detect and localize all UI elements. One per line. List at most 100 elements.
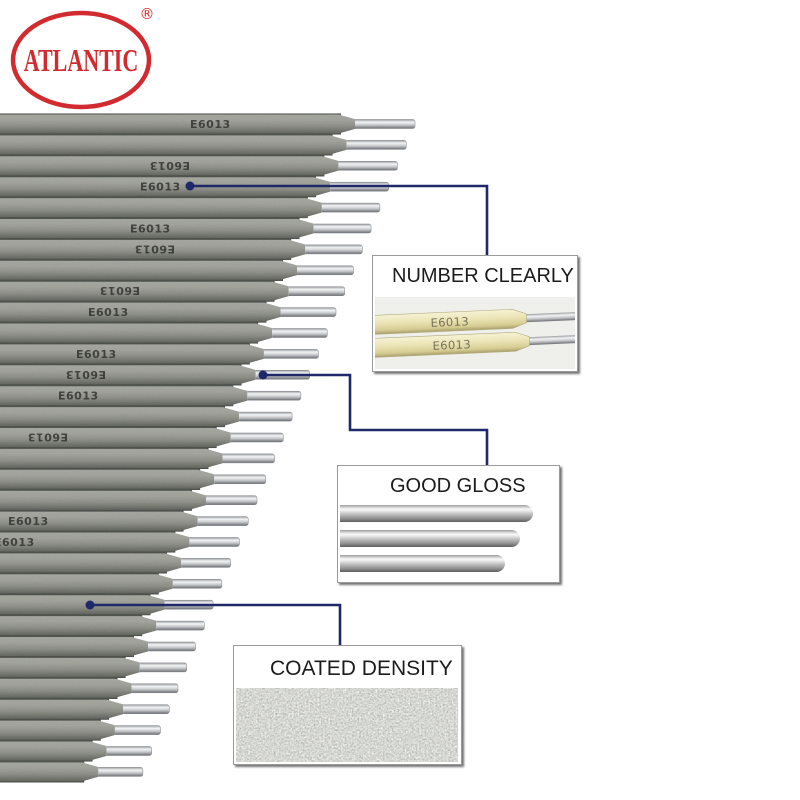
electrode-rod bbox=[0, 447, 223, 470]
electrode-flux-coating bbox=[0, 302, 281, 322]
electrode-rod bbox=[0, 573, 173, 595]
electrode-core-wire-tip bbox=[343, 140, 407, 150]
coating-texture-closeup bbox=[236, 688, 458, 762]
leader-line-coated-density bbox=[90, 603, 342, 646]
electrode-flux-coating bbox=[0, 490, 206, 510]
electrode-imprint: E6013 bbox=[134, 242, 175, 255]
electrode-flux-coating bbox=[0, 198, 322, 218]
electrode-bundle: E6013E6013E6013E6013E6013E6013E6013E6013… bbox=[0, 113, 416, 783]
electrode-rod bbox=[0, 385, 248, 407]
electrode-rod bbox=[0, 510, 198, 532]
electrode-flux-coating bbox=[0, 386, 248, 406]
electrode-core-wire-tip bbox=[260, 349, 319, 359]
electrode-core-wire-tip bbox=[136, 662, 188, 673]
brand-logo: ATLANTIC ® bbox=[10, 5, 155, 110]
leader-lines bbox=[85, 181, 489, 646]
electrode-core-wire-tip bbox=[277, 307, 337, 317]
electrode-flux-coating bbox=[0, 469, 215, 489]
electrode-flux-coating bbox=[0, 720, 115, 740]
sample-imprint-text: E6013 bbox=[432, 337, 471, 353]
electrode-flux-coating bbox=[0, 177, 331, 197]
electrode-core-wire-tip bbox=[302, 244, 363, 255]
coating-texture-photo bbox=[236, 688, 458, 762]
electrode-rod bbox=[0, 761, 99, 783]
electrode-rod bbox=[0, 176, 331, 198]
electrode-core-wire-tip bbox=[293, 265, 354, 276]
electrode-imprints: E6013E6013E6013E6013E6013E6013E6013E6013… bbox=[0, 118, 231, 549]
gloss-rod-sample bbox=[340, 505, 533, 522]
electrode-flux-coating bbox=[0, 762, 99, 782]
electrode-imprint: E6013 bbox=[140, 181, 181, 194]
electrode-imprint: E6013 bbox=[190, 118, 231, 131]
electrode-core-wire-tip bbox=[285, 286, 346, 296]
electrode-flux-coating bbox=[0, 365, 256, 385]
electrode-flux-coating bbox=[0, 595, 165, 615]
leader-line-number-clearly bbox=[190, 184, 489, 256]
gloss-rod-sample bbox=[340, 555, 505, 572]
callout-title: GOOD GLOSS bbox=[390, 475, 526, 497]
electrode-imprint: E6013 bbox=[58, 390, 99, 403]
electrode-flux-coating bbox=[0, 407, 240, 427]
electrode-flux-coating bbox=[0, 344, 264, 364]
imprint-closeup-photo: E6013 E6013 bbox=[375, 297, 575, 369]
electrode-core-wire-tip bbox=[235, 411, 293, 422]
electrode-core-wire-tip bbox=[153, 620, 205, 631]
electrode-core-wire-tip bbox=[335, 161, 398, 171]
electrode-rod bbox=[0, 489, 206, 511]
electrode-imprint: E6013 bbox=[88, 306, 129, 319]
electrode-rod bbox=[0, 468, 215, 490]
pointer-dot-coated-density bbox=[85, 600, 95, 610]
electrode-core-wire-tip bbox=[244, 390, 302, 401]
callout-title: COATED DENSITY bbox=[270, 657, 453, 680]
registered-trademark-icon: ® bbox=[140, 5, 155, 23]
electrode-rod bbox=[0, 343, 264, 365]
electrode-core-wire-tip bbox=[351, 119, 416, 129]
electrode-imprint: E6013 bbox=[0, 536, 35, 549]
electrode-flux-coating bbox=[0, 114, 355, 134]
electrode-flux-coating bbox=[0, 574, 173, 594]
electrode-flux-coating bbox=[0, 323, 273, 343]
electrode-core-wire-tip bbox=[119, 704, 170, 714]
electrode-flux-coating bbox=[0, 448, 223, 468]
electrode-core-wire-tip bbox=[144, 641, 196, 652]
electrode-flux-coating bbox=[0, 637, 149, 656]
electrode-core-wire-tip bbox=[211, 474, 267, 485]
electrode-core-wire-tip bbox=[103, 746, 152, 756]
electrode-flux-coating bbox=[0, 219, 314, 238]
electrode-flux-coating bbox=[0, 553, 182, 573]
electrode-imprint: E6013 bbox=[65, 368, 106, 381]
electrode-imprint: E6013 bbox=[27, 431, 68, 444]
electrode-flux-coating bbox=[0, 511, 198, 531]
electrode-rod bbox=[0, 656, 140, 679]
electrode-flux-coating bbox=[0, 260, 298, 280]
gloss-rod-sample bbox=[340, 530, 520, 547]
electrode-rod bbox=[0, 301, 281, 323]
electrode-flux-coating bbox=[0, 239, 306, 259]
sample-electrode: E6013 bbox=[375, 331, 575, 359]
imprint-closeup: E6013 E6013 bbox=[375, 297, 575, 369]
electrode-rod bbox=[0, 155, 339, 177]
electrode-rod bbox=[0, 740, 107, 762]
electrode-flux-coating bbox=[0, 678, 132, 698]
electrode-rod bbox=[0, 426, 231, 449]
electrode-rod bbox=[0, 238, 306, 261]
electrode-rod bbox=[0, 280, 289, 302]
electrode-rod bbox=[0, 259, 298, 281]
electrode-flux-coating bbox=[0, 532, 190, 552]
pointer-dot-good-gloss bbox=[258, 370, 268, 380]
electrode-rod bbox=[0, 677, 132, 699]
logo-wordmark: ATLANTIC bbox=[24, 43, 138, 78]
electrode-flux-coating bbox=[0, 281, 289, 301]
electrode-rod bbox=[0, 614, 157, 637]
logo-oval bbox=[10, 10, 152, 110]
callout-title: NUMBER CLEARLY bbox=[392, 265, 574, 287]
electrode-core-wire-tip bbox=[310, 223, 372, 234]
electrode-core-wire-tip bbox=[268, 328, 328, 338]
electrode-rod bbox=[0, 552, 182, 574]
electrode-imprint: E6013 bbox=[149, 159, 190, 172]
callout-number-clearly: NUMBER CLEARLY E6013 E6013 bbox=[372, 255, 578, 372]
electrode-core-wire-tip bbox=[169, 579, 223, 589]
electrode-rod bbox=[0, 113, 355, 135]
leader-line-good-gloss bbox=[263, 373, 489, 466]
callout-coated-density: COATED DENSITY bbox=[233, 645, 462, 765]
